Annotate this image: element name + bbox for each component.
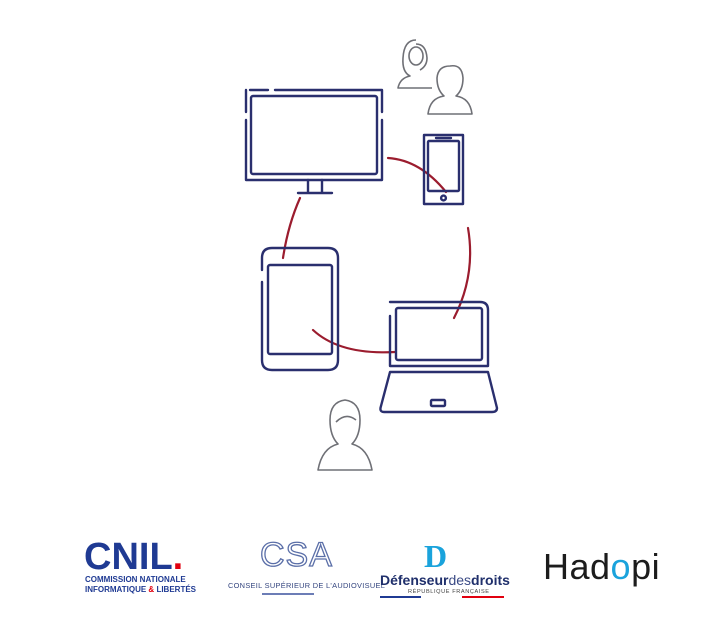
cnil-name: CNIL [84,536,173,578]
csa-subtitle: CONSEIL SUPÉRIEUR DE L'AUDIOVISUEL [228,581,386,590]
monitor-icon [244,88,384,195]
hadopi-o: o [610,546,632,587]
man-icon [427,64,473,115]
hadopi-part2: pi [631,546,661,587]
ddd-word-defenseur: Défenseur [380,572,449,588]
ddd-wordmark: Défenseurdesdroits [380,573,510,587]
cnil-wordmark: CNIL. [84,538,183,576]
cnil-dot: . [172,536,184,578]
hadopi-logo: Hadopi [543,549,660,585]
smartphone-icon [422,133,465,206]
cnil-line2-part1: INFORMATIQUE [85,585,147,594]
csa-underline [262,593,314,595]
cnil-ampersand: & [148,585,155,594]
arc-tablet-laptop [311,328,397,354]
tablet-icon [260,246,340,372]
devices-illustration [244,39,499,471]
cnil-subtitle-line1: COMMISSION NATIONALE [85,575,186,584]
arc-phone-laptop [452,226,472,320]
people-group [317,39,473,471]
cnil-line2-part2: LIBERTÉS [156,585,196,594]
ddd-word-des: des [448,572,472,588]
arc-monitor-tablet [281,196,302,260]
ddd-subtitle: RÉPUBLIQUE FRANÇAISE [408,589,490,595]
cnil-subtitle: COMMISSION NATIONALE INFORMATIQUE & LIBE… [85,575,196,595]
ddd-monogram: D [424,538,448,574]
cnil-subtitle-line2: INFORMATIQUE & LIBERTÉS [85,585,196,595]
hadopi-part1: Had [543,546,611,587]
ddd-word-droits: droits [471,572,510,588]
woman-headscarf-icon [397,39,432,89]
csa-wordmark: CSA [259,536,333,574]
ddd-tricolor-rule [380,596,504,598]
woman-icon [317,399,373,471]
arc-monitor-phone [386,156,448,194]
laptop-icon [379,300,499,414]
connection-arcs [281,156,472,354]
